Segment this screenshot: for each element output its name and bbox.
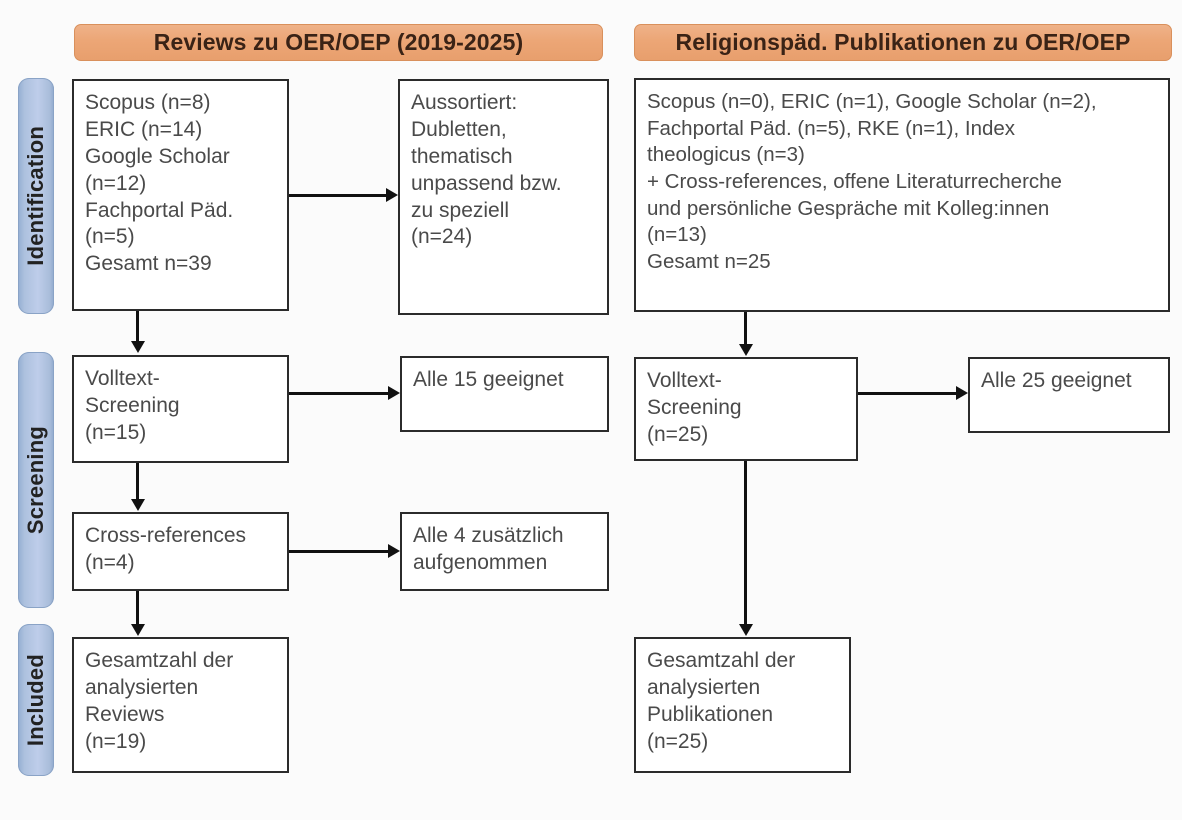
box-left-screening-result: Alle 15 geeignet — [400, 356, 609, 432]
arrowhead-left-crossrefs-to-included — [131, 624, 145, 636]
box-left-crossrefs: Cross-references (n=4) — [72, 512, 289, 591]
arrowhead-left-ident-to-excluded — [386, 188, 398, 202]
connector-left-crossrefs-to-result — [289, 550, 388, 553]
box-left-excluded: Aussortiert: Dubletten, thematisch unpas… — [398, 79, 609, 315]
box-left-included: Gesamtzahl der analysierten Reviews (n=1… — [72, 637, 289, 773]
column-header-reviews-text: Reviews zu OER/OEP (2019-2025) — [153, 29, 524, 55]
connector-right-screening-to-included — [744, 461, 747, 628]
phase-label-screening: Screening — [18, 352, 54, 608]
connector-left-crossrefs-to-included — [136, 591, 139, 628]
column-header-publications-text: Religionspäd. Publikationen zu OER/OEP — [675, 29, 1131, 55]
box-right-screening-result: Alle 25 geeignet — [968, 357, 1170, 433]
box-left-screening: Volltext- Screening (n=15) — [72, 355, 289, 463]
arrowhead-right-screening-to-result — [956, 386, 968, 400]
arrowhead-left-screening-to-crossrefs — [131, 499, 145, 511]
arrowhead-right-screening-to-included — [739, 624, 753, 636]
connector-right-ident-to-screening — [744, 312, 747, 348]
connector-left-screening-to-crossrefs — [136, 463, 139, 503]
box-left-identification: Scopus (n=8) ERIC (n=14) Google Scholar … — [72, 79, 289, 311]
phase-label-identification: Identification — [18, 78, 54, 314]
phase-label-screening-text: Screening — [23, 425, 48, 535]
arrowhead-right-ident-to-screening — [739, 344, 753, 356]
column-header-publications: Religionspäd. Publikationen zu OER/OEP — [634, 24, 1172, 61]
connector-left-ident-to-excluded — [289, 194, 386, 197]
column-header-reviews: Reviews zu OER/OEP (2019-2025) — [74, 24, 603, 61]
connector-left-ident-to-screening — [136, 311, 139, 345]
box-left-crossrefs-result: Alle 4 zusätzlich aufgenommen — [400, 512, 609, 591]
box-right-included: Gesamtzahl der analysierten Publikatione… — [634, 637, 851, 773]
phase-label-included: Included — [18, 624, 54, 776]
box-right-identification: Scopus (n=0), ERIC (n=1), Google Scholar… — [634, 78, 1170, 312]
arrowhead-left-crossrefs-to-result — [388, 544, 400, 558]
arrowhead-left-screening-to-result — [388, 386, 400, 400]
arrowhead-left-ident-to-screening — [131, 341, 145, 353]
phase-label-included-text: Included — [23, 653, 48, 747]
connector-left-screening-to-result — [289, 392, 388, 395]
phase-label-identification-text: Identification — [23, 126, 48, 266]
connector-right-screening-to-result — [858, 392, 956, 395]
box-right-screening: Volltext- Screening (n=25) — [634, 357, 858, 461]
